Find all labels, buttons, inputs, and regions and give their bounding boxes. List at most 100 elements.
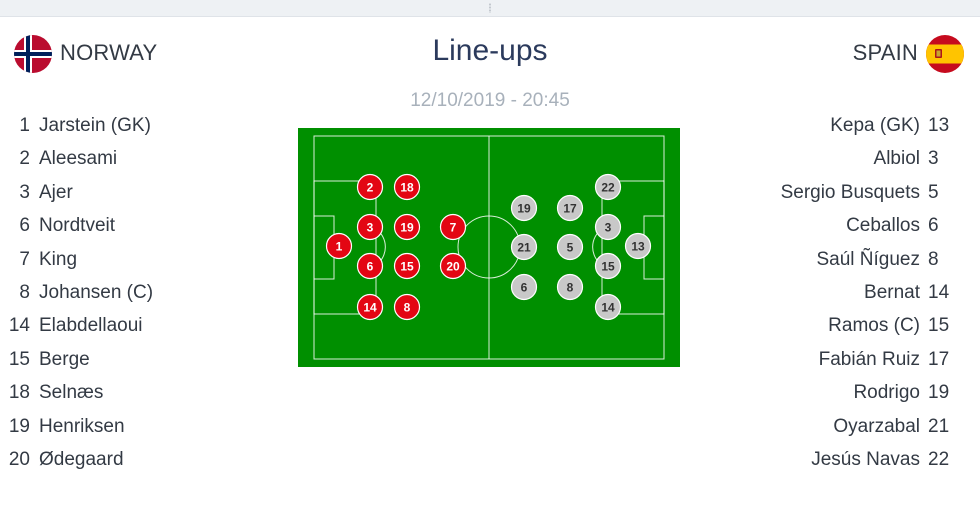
player-row[interactable]: 6 Nordtveit: [0, 212, 153, 245]
player-number: 14: [8, 315, 30, 337]
home-player-marker: [393, 293, 421, 321]
home-player-number: 15: [400, 260, 414, 274]
player-name: Saúl Ñíguez: [816, 248, 920, 270]
player-name: Aleesami: [39, 148, 118, 170]
player-number: 6: [928, 215, 939, 237]
player-name: Jesús Navas: [811, 448, 920, 470]
player-number: 3: [928, 148, 939, 170]
player-name: Nordtveit: [39, 215, 116, 237]
spain-flag-icon: [926, 35, 964, 73]
away-player-marker: [556, 194, 584, 222]
home-player-number: 14: [363, 301, 377, 315]
player-name: Elabdellaoui: [39, 315, 143, 337]
away-player-number: 22: [601, 181, 615, 195]
player-row[interactable]: 19 Henriksen: [0, 413, 153, 446]
home-player-marker: [356, 293, 384, 321]
away-player-number: 3: [605, 221, 612, 235]
player-name: King: [39, 248, 78, 270]
player-name: Johansen (C): [39, 281, 154, 303]
player-number: 18: [8, 382, 30, 404]
player-name: Ajer: [39, 181, 73, 203]
away-player-marker: [594, 213, 622, 241]
player-row[interactable]: 14 Elabdellaoui: [0, 312, 153, 345]
away-player-marker: [624, 232, 652, 260]
home-player-number: 19: [400, 221, 414, 235]
home-player-marker: [393, 252, 421, 280]
home-player-marker: [325, 232, 353, 260]
away-player-marker: [510, 194, 538, 222]
player-number: 14: [928, 281, 950, 303]
player-number: 15: [8, 348, 30, 370]
away-player-marker: [594, 252, 622, 280]
player-name: Henriksen: [39, 415, 125, 437]
away-player-marker: [510, 273, 538, 301]
player-number: 5: [928, 181, 939, 203]
home-player-number: 3: [367, 221, 374, 235]
home-player-number: 6: [367, 260, 374, 274]
away-player-marker: [594, 293, 622, 321]
player-number: 8: [19, 281, 30, 303]
home-player-number: 7: [450, 221, 457, 235]
player-number: 19: [8, 415, 30, 437]
player-name: Fabián Ruiz: [818, 348, 920, 370]
home-player-marker: [356, 213, 384, 241]
player-row[interactable]: Oyarzabal 21: [781, 413, 958, 446]
home-player-marker: [393, 173, 421, 201]
player-row[interactable]: 2 Aleesami: [0, 145, 153, 178]
away-player-number: 14: [601, 301, 615, 315]
player-number: 15: [928, 315, 950, 337]
player-number: 19: [928, 382, 950, 404]
player-name: Oyarzabal: [833, 415, 920, 437]
away-player-number: 8: [567, 281, 574, 295]
player-number: 21: [928, 415, 950, 437]
away-team-name: SPAIN: [852, 40, 918, 65]
home-player-number: 2: [367, 181, 374, 195]
match-datetime: 12/10/2019 - 20:45: [410, 90, 570, 111]
away-player-marker: [556, 273, 584, 301]
home-player-marker: [356, 173, 384, 201]
player-row[interactable]: 3 Ajer: [0, 179, 153, 212]
player-row[interactable]: 8 Johansen (C): [0, 279, 153, 312]
home-player-marker: [439, 213, 467, 241]
player-row[interactable]: 7 King: [0, 246, 153, 279]
player-name: Ceballos: [846, 215, 920, 237]
home-player-marker: [393, 213, 421, 241]
player-number: 20: [8, 448, 30, 470]
player-number: 13: [928, 115, 950, 136]
away-player-number: 6: [521, 281, 528, 295]
page-title: Line-ups: [432, 34, 548, 67]
away-player-number: 21: [517, 241, 531, 255]
home-player-marker: [439, 252, 467, 280]
norway-flag-icon: [14, 35, 52, 73]
player-number: 2: [19, 148, 30, 170]
home-player-number: 20: [446, 260, 460, 274]
player-number: 7: [19, 248, 30, 270]
away-player-number: 13: [631, 240, 645, 254]
top-bar: [0, 0, 980, 17]
drag-handle-icon[interactable]: [488, 3, 492, 13]
player-number: 3: [19, 181, 30, 203]
away-player-marker: [556, 233, 584, 261]
player-row[interactable]: Ceballos 6: [781, 212, 958, 245]
player-row[interactable]: Kepa (GK) 13: [781, 112, 958, 145]
player-number: 6: [19, 215, 30, 237]
away-player-number: 17: [563, 202, 577, 216]
player-row[interactable]: Ramos (C)15: [781, 312, 958, 345]
home-player-number: 1: [336, 240, 343, 254]
player-name: Kepa (GK): [830, 115, 920, 136]
home-team-name: NORWAY: [60, 40, 158, 65]
player-number: 1: [19, 115, 30, 136]
